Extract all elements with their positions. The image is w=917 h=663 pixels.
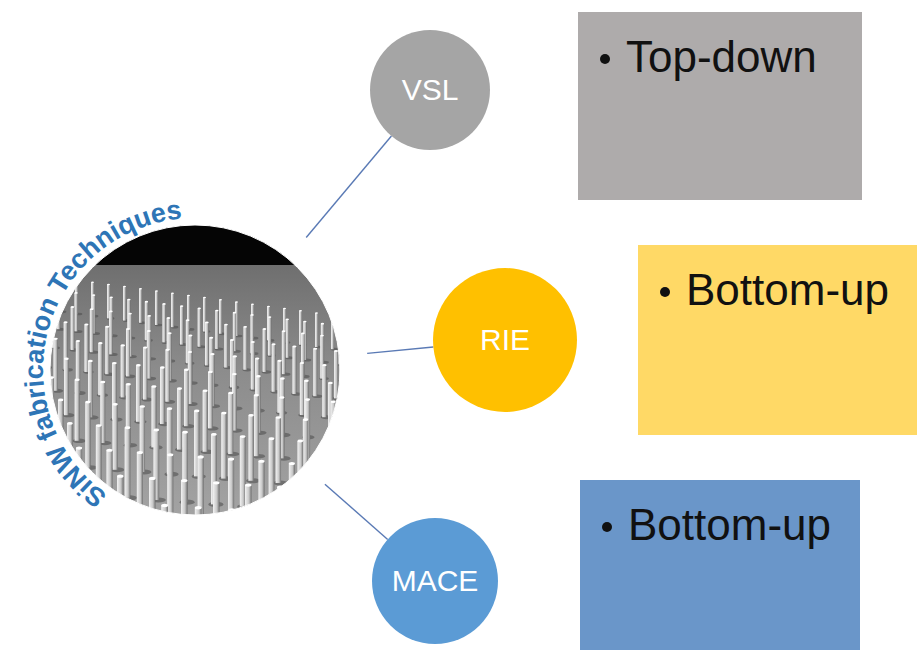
image-outline xyxy=(50,225,340,515)
bullet-dot xyxy=(602,522,612,532)
curved-title-text: SiNW fabrication Techniques xyxy=(19,195,183,514)
approach-box: Bottom-up xyxy=(638,245,917,435)
connector-line xyxy=(325,484,388,539)
bullet-dot xyxy=(600,54,610,64)
method-name: MACE xyxy=(392,564,479,598)
technique-hub: SiNW fabrication Techniques xyxy=(15,190,375,550)
sem-image: SiNW fabrication Techniques xyxy=(15,190,375,550)
method-name: RIE xyxy=(480,323,530,357)
approach-box: Bottom-up xyxy=(580,480,860,650)
approach-label: Top-down xyxy=(626,32,817,82)
connector-line xyxy=(306,136,391,238)
sem-pillars xyxy=(15,190,375,550)
curved-title: SiNW fabrication Techniques xyxy=(19,195,183,514)
method-circle: MACE xyxy=(372,518,498,644)
method-circle: VSL xyxy=(370,30,490,150)
approach-box: Top-down xyxy=(578,12,862,200)
method-circle: RIE xyxy=(433,268,577,412)
approach-label: Bottom-up xyxy=(628,500,831,550)
method-name: VSL xyxy=(402,73,459,107)
bullet-dot xyxy=(660,287,670,297)
approach-label: Bottom-up xyxy=(686,265,889,315)
connector-line xyxy=(367,347,433,353)
